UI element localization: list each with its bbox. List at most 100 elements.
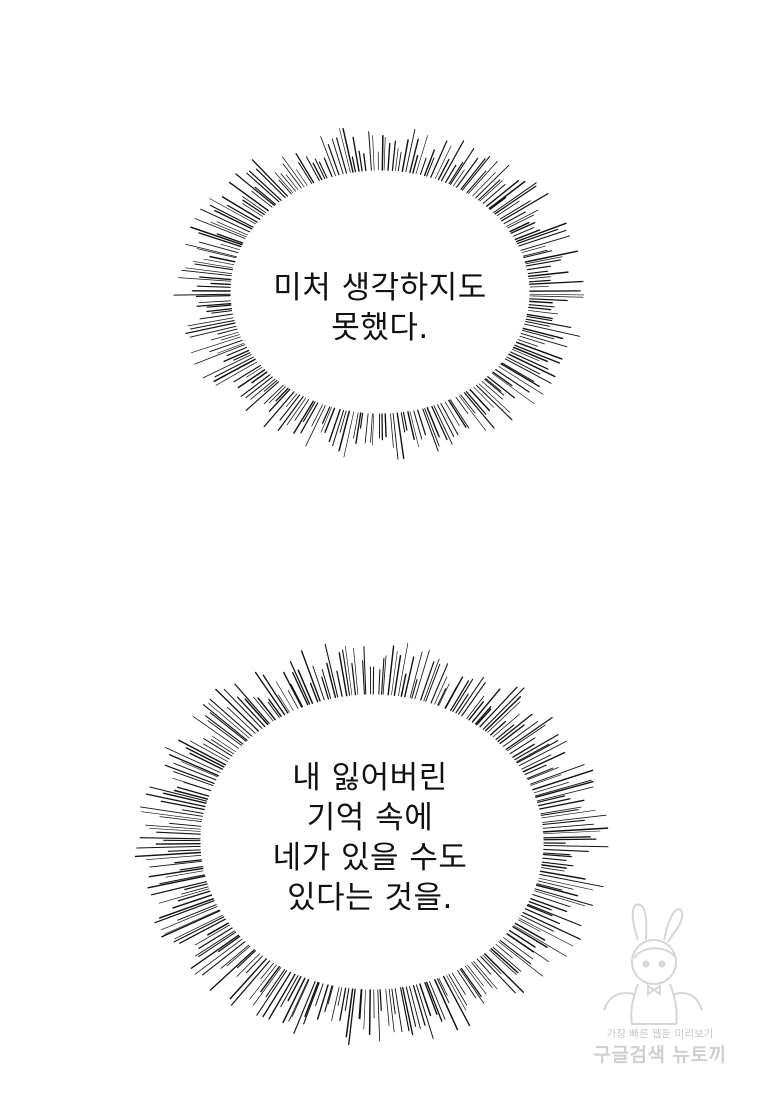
burst-line: [321, 669, 332, 699]
burst-line: [145, 855, 202, 861]
burst-line: [213, 358, 256, 383]
burst-line: [246, 172, 280, 203]
burst-line: [456, 157, 479, 188]
burst-line: [328, 408, 341, 443]
burst-line: [455, 693, 469, 714]
burst-line: [260, 962, 274, 980]
burst-line: [420, 661, 435, 701]
burst-line: [434, 676, 448, 705]
burst-line: [520, 914, 554, 932]
bubble-line: 못했다.: [331, 310, 429, 346]
burst-line: [474, 706, 492, 725]
burst-line: [336, 137, 348, 174]
burst-line: [158, 888, 210, 904]
burst-line: [223, 349, 250, 363]
burst-line: [363, 989, 366, 1030]
burst-line: [339, 128, 351, 173]
burst-line: [229, 958, 267, 1000]
burst-line: [241, 195, 267, 214]
burst-line: [202, 704, 248, 741]
burst-line: [207, 922, 229, 936]
burst-line: [473, 961, 498, 990]
burst-line: [501, 193, 549, 222]
burst-line: [300, 402, 319, 434]
burst-line: [482, 954, 502, 975]
burst-line: [291, 979, 310, 1018]
burst-line: [539, 799, 585, 810]
burst-line: [184, 883, 208, 891]
burst-line: [417, 409, 427, 436]
burst-line: [509, 351, 549, 370]
burst-line: [368, 989, 371, 1036]
burst-line: [521, 245, 546, 253]
burst-line: [492, 713, 520, 738]
burst-line: [226, 945, 251, 967]
burst-line: [304, 981, 319, 1018]
burst-line: [295, 169, 308, 186]
burst-line: [498, 366, 544, 395]
burst-line: [285, 174, 299, 191]
bubble-text-top: 미처 생각하지도 못했다.: [180, 268, 580, 348]
burst-line: [343, 411, 355, 458]
burst-line: [156, 831, 201, 835]
burst-line: [353, 412, 359, 439]
burst-line: [235, 173, 275, 207]
burst-line: [434, 979, 459, 1031]
burst-line: [209, 255, 236, 263]
burst-line: [526, 265, 551, 271]
burst-line: [324, 407, 336, 434]
burst-line: [331, 986, 340, 1021]
burst-line: [512, 227, 535, 237]
burst-line: [187, 317, 234, 327]
burst-line: [385, 989, 390, 1026]
burst-line: [514, 229, 541, 241]
burst-line: [391, 988, 396, 1015]
burst-line: [543, 848, 589, 852]
burst-line: [503, 211, 526, 225]
burst-line: [449, 148, 475, 185]
burst-line: [481, 381, 503, 400]
burst-line: [521, 754, 552, 770]
burst-line: [450, 680, 470, 712]
burst-line: [529, 295, 584, 298]
burst-line: [527, 310, 559, 315]
burst-line: [426, 981, 443, 1022]
burst-line: [160, 906, 218, 931]
burst-line: [446, 975, 467, 1011]
burst-line: [527, 767, 559, 781]
burst-line: [532, 769, 594, 791]
burst-line: [181, 269, 232, 277]
burst-line: [209, 949, 255, 991]
burst-line: [242, 203, 263, 217]
burst-line: [437, 404, 455, 438]
burst-line: [337, 987, 343, 1007]
burst-line: [409, 985, 421, 1030]
burst-line: [475, 164, 510, 199]
emphasis-burst-bottom: [134, 643, 609, 1046]
burst-line: [363, 646, 367, 695]
burst-line: [458, 395, 487, 431]
burst-line: [528, 304, 555, 308]
burst-line: [499, 200, 531, 220]
bubble-line: 있다는 것을.: [287, 880, 453, 916]
burst-line: [400, 673, 407, 697]
burst-line: [323, 157, 333, 178]
burst-line: [505, 716, 553, 751]
burst-line: [396, 412, 405, 460]
burst-line: [543, 836, 591, 839]
burst-line: [209, 712, 247, 742]
burst-line: [253, 696, 274, 722]
burst-line: [536, 883, 563, 891]
burst-line: [466, 695, 485, 719]
burst-line: [382, 655, 387, 695]
burst-line: [214, 356, 254, 378]
watermark-tagline: 가장 빠른 웹툰 미리보기: [606, 1028, 714, 1040]
burst-line: [499, 940, 532, 965]
burst-line: [353, 647, 359, 695]
burst-line: [344, 645, 353, 696]
burst-line: [268, 973, 296, 1020]
burst-line: [226, 346, 247, 357]
burst-line: [541, 864, 567, 869]
